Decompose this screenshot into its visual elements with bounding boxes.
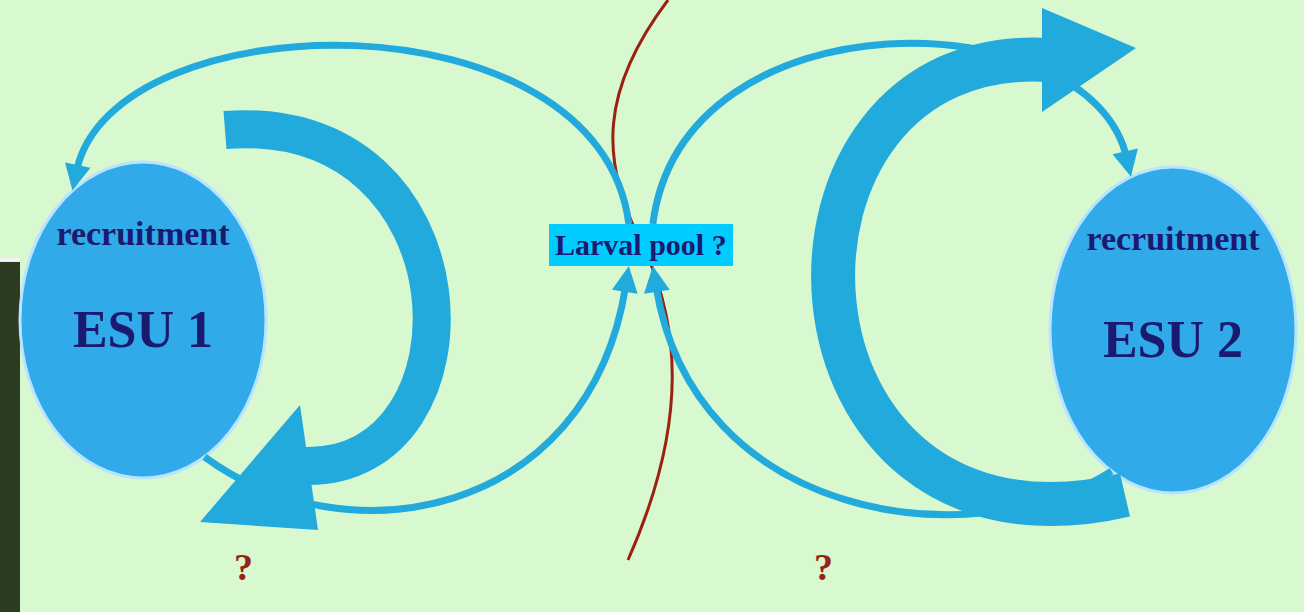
esu-ellipse: recruitmentESU 2 (1048, 165, 1298, 495)
arrow-head (644, 266, 670, 294)
self-loop-band (833, 59, 1125, 504)
arrow-line (653, 43, 1127, 224)
dispersal-arrow (644, 266, 1111, 515)
pool-box: Larval pool ? (549, 224, 733, 266)
arrow-head (65, 162, 90, 190)
node-label: Larval pool ? (555, 227, 727, 263)
dispersal-arrow (205, 266, 638, 510)
dispersal-arrow (653, 43, 1138, 224)
self-loop-band (225, 129, 432, 466)
boundary-line (613, 0, 672, 560)
arrow-line (656, 286, 1112, 515)
arrow-line (205, 286, 626, 511)
node-label: ESU 1 (18, 301, 268, 358)
node-heading: recruitment (1048, 220, 1298, 257)
photo-line (0, 258, 20, 261)
arrow-head (1113, 149, 1138, 177)
arrow-line (77, 45, 629, 224)
node-label: ESU 2 (1048, 311, 1298, 368)
node-heading: recruitment (18, 215, 268, 252)
photo-strip (0, 262, 20, 612)
arrow-head (612, 266, 638, 294)
question-mark: ? (814, 548, 833, 586)
question-mark: ? (234, 548, 253, 586)
esu-ellipse: recruitmentESU 1 (18, 160, 268, 480)
dispersal-arrow (65, 45, 629, 224)
